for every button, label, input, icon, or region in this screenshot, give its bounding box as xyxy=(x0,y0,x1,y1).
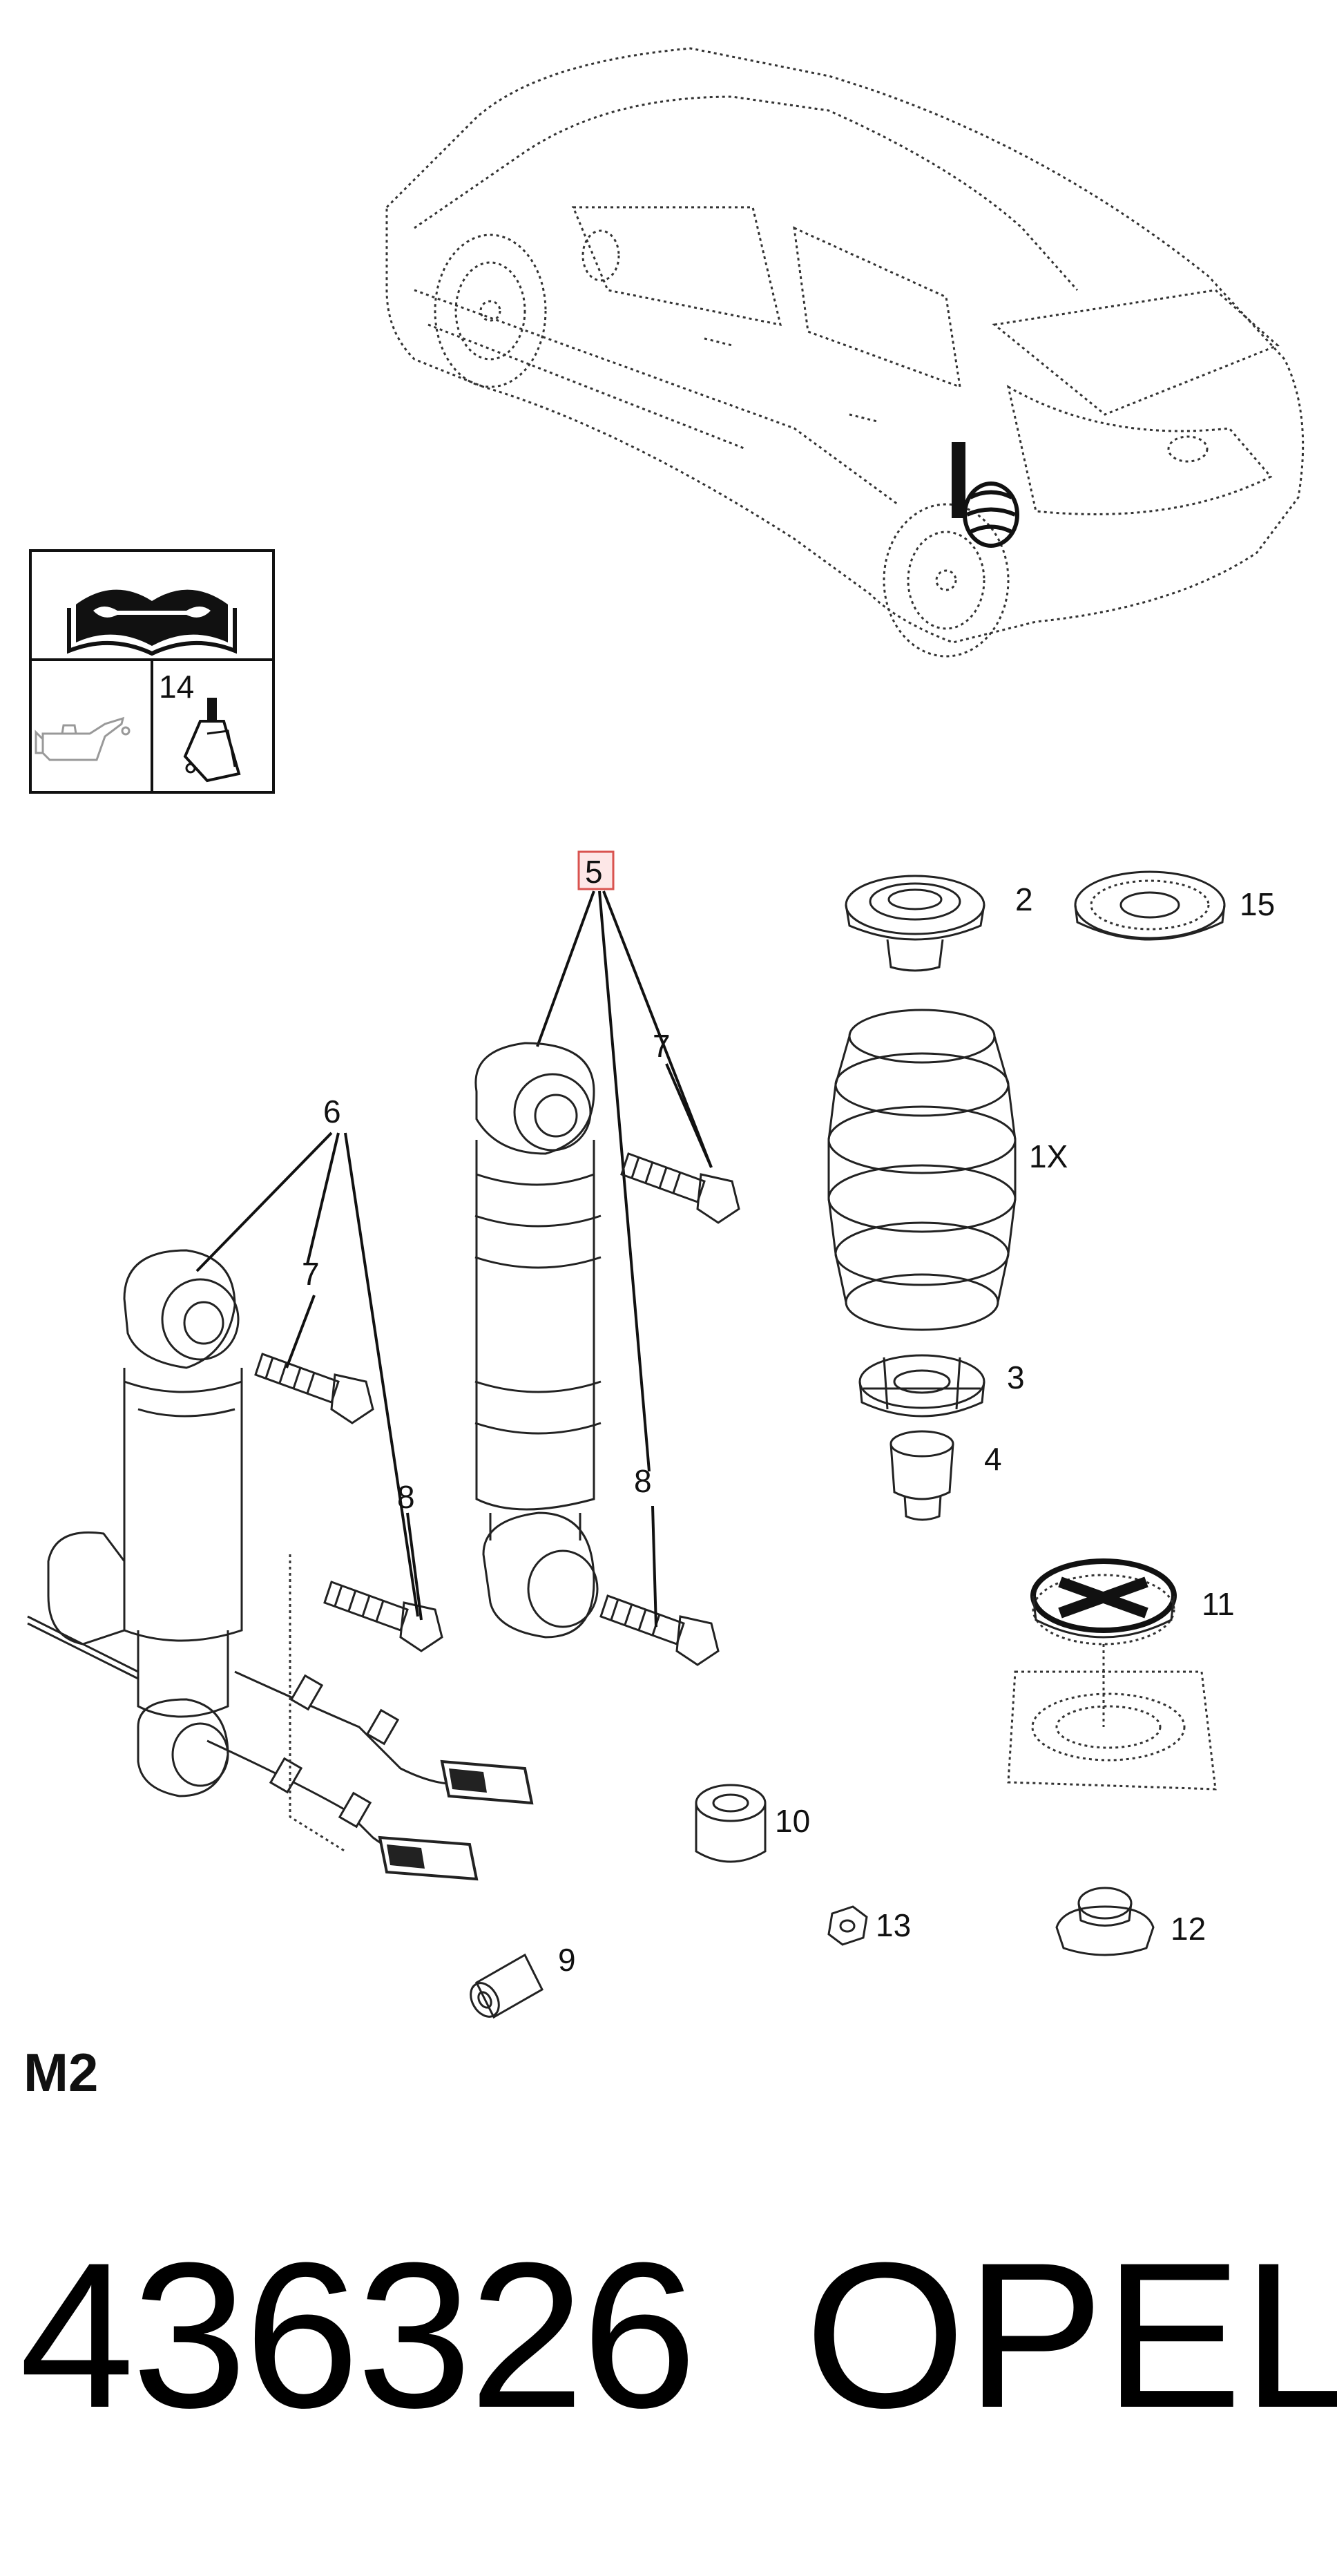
part-number: 436326 xyxy=(19,2219,697,2451)
grease-tube-icon xyxy=(183,698,241,783)
callout-15: 15 xyxy=(1240,886,1275,922)
callout-7-upper: 7 xyxy=(653,1028,671,1064)
tool-quantity-label: 14 xyxy=(159,669,194,705)
callout-7-lower: 7 xyxy=(302,1256,320,1292)
callout-4: 4 xyxy=(984,1441,1002,1477)
workshop-manual-icon xyxy=(67,589,237,656)
section-code: M2 xyxy=(23,2042,99,2103)
callout-1x: 1X xyxy=(1029,1138,1068,1174)
rubber-cap xyxy=(1055,1887,1155,1956)
nut xyxy=(827,1905,868,1946)
callout-9: 9 xyxy=(558,1942,576,1978)
oil-can-icon xyxy=(35,716,131,761)
bolt-upper-center xyxy=(620,1152,740,1224)
spring-isolator xyxy=(1030,1558,1177,1727)
callout-3: 3 xyxy=(1007,1359,1025,1395)
bushing-small xyxy=(470,1953,544,2019)
brand-name: OPEL xyxy=(805,2219,1337,2451)
callout-8-left: 8 xyxy=(397,1479,415,1515)
service-legend: 14 xyxy=(29,549,275,794)
callout-2: 2 xyxy=(1015,881,1033,917)
rear-shock-absorber-left xyxy=(27,1249,243,1797)
bushing-large xyxy=(695,1784,767,1863)
bolt-lower-left xyxy=(323,1581,443,1652)
coil-spring xyxy=(827,1009,1017,1331)
bump-stop xyxy=(889,1430,954,1521)
spring-seat-upper xyxy=(845,875,985,972)
wiring-harness xyxy=(206,1554,534,1881)
callout-5-label: 5 xyxy=(585,854,603,890)
bolt-upper-left xyxy=(254,1353,374,1424)
vehicle-outline xyxy=(385,47,1305,658)
mounting-area xyxy=(1007,1670,1217,1791)
callout-10: 10 xyxy=(775,1803,810,1839)
callout-12: 12 xyxy=(1171,1911,1206,1947)
bolt-lower-center xyxy=(599,1594,720,1666)
bump-stop-plate xyxy=(858,1354,985,1418)
callout-6: 6 xyxy=(323,1094,341,1129)
rear-shock-absorber-center xyxy=(474,1042,602,1639)
callout-13: 13 xyxy=(876,1907,911,1943)
callout-5-highlight: 5 xyxy=(536,850,713,1472)
callout-11: 11 xyxy=(1202,1586,1235,1622)
spring-seat-lower xyxy=(1074,870,1226,941)
callout-8-center: 8 xyxy=(634,1463,652,1499)
